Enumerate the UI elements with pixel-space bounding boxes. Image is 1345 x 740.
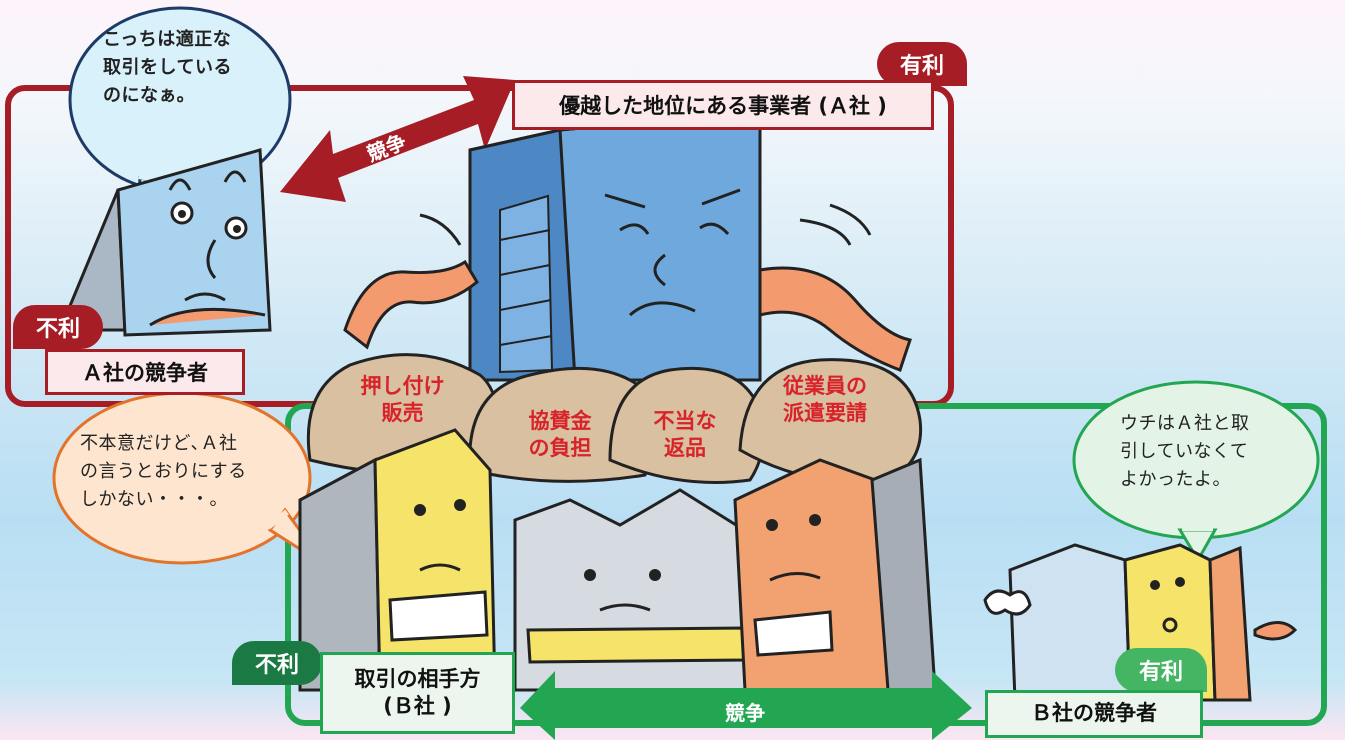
- b-competitor-label: Ｂ社の競争者: [985, 690, 1203, 738]
- rock-unjust-returns: 不当な 返品: [653, 409, 717, 461]
- bottom-advantage-badge: 有利: [1115, 648, 1207, 692]
- dominant-firm-label: 優越した地位にある事業者 (Ａ社 ): [512, 80, 934, 130]
- b-competitor-speech-bubble: [1072, 380, 1320, 563]
- a-competitor-label: Ａ社の競争者: [45, 349, 245, 395]
- dominant-firm-building: [343, 98, 912, 382]
- rock-forced-sales: 押し付け 販売: [360, 374, 445, 426]
- rock-employee-dispatch: 従業員の 派遣要請: [783, 374, 867, 426]
- top-advantage-badge: 有利: [877, 42, 967, 86]
- top-competition-arrow: [280, 76, 515, 202]
- partner-buildings: [298, 428, 937, 692]
- top-disadvantage-badge: 不利: [13, 305, 103, 349]
- rock-sponsorship-burden: 協賛金 の負担: [528, 409, 592, 461]
- competitor-speech-text: こっちは適正な 取引をしている のになぁ。: [103, 29, 232, 106]
- bottom-competition-arrow: [520, 671, 972, 740]
- bottom-disadvantage-badge: 不利: [232, 641, 322, 685]
- partner-label: 取引の相手方 (Ｂ社 ): [320, 652, 515, 734]
- partner-speech-text: 不本意だけど､Ａ社 の言うとおりにする しかない・・・。: [80, 433, 247, 510]
- bottom-competition-arrow-label: 競争: [725, 701, 765, 725]
- b-competitor-speech-text: ウチはＡ社と取 引していなくて よかったよ。: [1120, 413, 1250, 490]
